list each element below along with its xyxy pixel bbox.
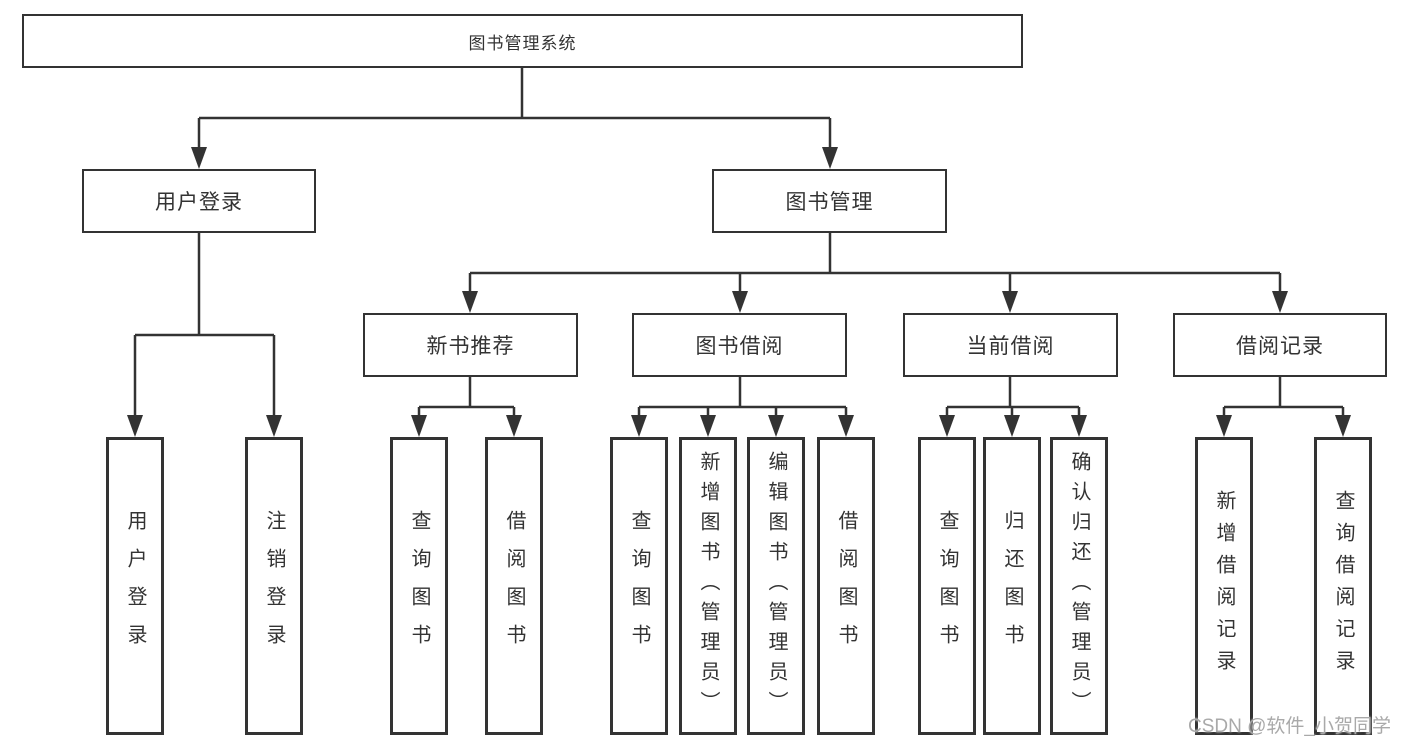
leaf-label: 新增图书（管理员） xyxy=(697,451,719,721)
leaf-add-borrow-record: 新增借阅记录 xyxy=(1195,437,1253,735)
leaf-query-books-recommend: 查询图书 xyxy=(390,437,448,735)
leaf-label: 查询图书 xyxy=(628,510,650,662)
leaf-return-books: 归还图书 xyxy=(983,437,1041,735)
leaf-query-books-borrowing: 查询图书 xyxy=(610,437,668,735)
leaf-label: 查询图书 xyxy=(408,510,430,662)
leaf-logout: 注销登录 xyxy=(245,437,303,735)
leaf-label: 新增借阅记录 xyxy=(1213,490,1235,682)
node-borrowing-records: 借阅记录 xyxy=(1173,313,1387,377)
leaf-query-borrow-record: 查询借阅记录 xyxy=(1314,437,1372,735)
leaf-add-book-admin: 新增图书（管理员） xyxy=(679,437,737,735)
node-user-login-branch: 用户登录 xyxy=(82,169,316,233)
leaf-query-books-current: 查询图书 xyxy=(918,437,976,735)
leaf-label: 借阅图书 xyxy=(835,510,857,662)
leaf-label: 注销登录 xyxy=(263,510,285,662)
node-library-management-system: 图书管理系统 xyxy=(22,14,1023,68)
leaf-label: 借阅图书 xyxy=(503,510,525,662)
leaf-label: 编辑图书（管理员） xyxy=(765,451,787,721)
node-new-book-recommend: 新书推荐 xyxy=(363,313,578,377)
leaf-label: 用户登录 xyxy=(124,510,146,662)
node-book-borrowing: 图书借阅 xyxy=(632,313,847,377)
leaf-confirm-return-admin: 确认归还（管理员） xyxy=(1050,437,1108,735)
leaf-borrow-books-borrowing: 借阅图书 xyxy=(817,437,875,735)
csdn-watermark: CSDN @软件_小贺同学 xyxy=(1188,716,1391,737)
leaf-label: 确认归还（管理员） xyxy=(1068,451,1090,721)
leaf-edit-book-admin: 编辑图书（管理员） xyxy=(747,437,805,735)
leaf-label: 查询图书 xyxy=(936,510,958,662)
node-current-borrowing: 当前借阅 xyxy=(903,313,1118,377)
leaf-label: 查询借阅记录 xyxy=(1332,490,1354,682)
leaf-user-login: 用户登录 xyxy=(106,437,164,735)
leaf-label: 归还图书 xyxy=(1001,510,1023,662)
leaf-borrow-books-recommend: 借阅图书 xyxy=(485,437,543,735)
node-book-management-branch: 图书管理 xyxy=(712,169,947,233)
